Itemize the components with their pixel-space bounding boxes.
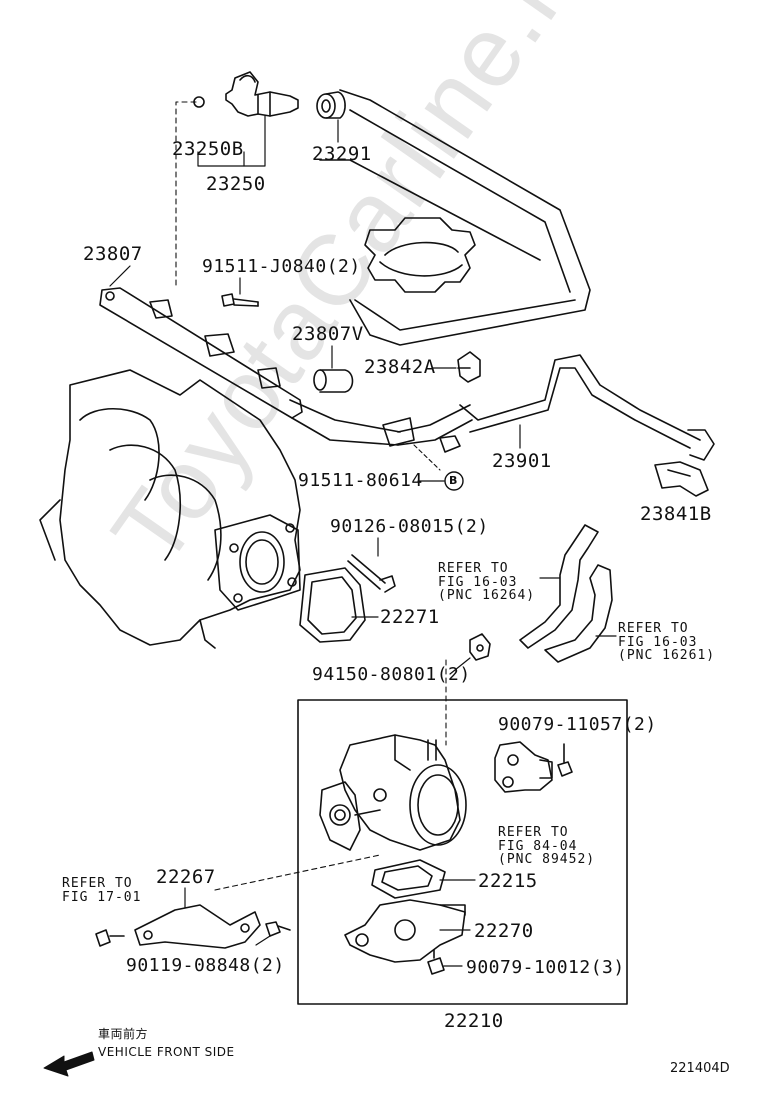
refer-fig-84-04: REFER TO FIG 84-04 (PNC 89452)	[498, 825, 596, 868]
part-label-23901: 23901	[492, 450, 552, 472]
bolt-90119-drawing	[265, 921, 291, 937]
leader-94150	[449, 657, 471, 675]
refer-fig-16-03-pnc-16261: REFER TO FIG 16-03 (PNC 16261)	[618, 621, 716, 664]
part-label-23250: 23250	[206, 173, 266, 195]
part-label-90126-08015: 90126-08015(2)	[330, 516, 489, 537]
throttle-body-drawing	[319, 734, 467, 851]
part-label-23841b: 23841B	[640, 503, 712, 525]
part-label-90119-08848: 90119-08848(2)	[126, 955, 285, 976]
dashed-leader	[175, 101, 197, 286]
nut-94150-drawing	[469, 633, 491, 661]
part-label-22271: 22271	[380, 606, 440, 628]
refer-fig-17-01: REFER TO FIG 17-01	[62, 876, 142, 905]
refer-fig-16-03-pnc-16264: REFER TO FIG 16-03 (PNC 16264)	[438, 561, 536, 604]
insulator-23291-drawing	[316, 91, 346, 119]
part-label-23807: 23807	[83, 243, 143, 265]
grommet-23807v-drawing	[313, 369, 354, 393]
bracket-22267-drawing	[134, 904, 261, 949]
fuel-injector-drawing	[193, 71, 299, 117]
circle-b-marker	[444, 471, 464, 491]
gasket-22215-drawing	[371, 859, 446, 899]
gasket-22271-drawing	[299, 567, 366, 643]
screw-90079-11057-drawing	[557, 743, 573, 777]
air-valve-22270-drawing	[344, 899, 466, 963]
direction-label-japanese: 車両前方	[98, 1027, 149, 1041]
stud-90126-drawing	[347, 554, 396, 593]
dashed-leader-b	[413, 444, 441, 471]
part-label-22270: 22270	[474, 920, 534, 942]
cylinder-head-cover-outline	[319, 89, 591, 346]
bolt-91511-j0840-drawing	[221, 293, 259, 307]
bolt-17-01-drawing	[95, 929, 125, 947]
part-label-94150-80801: 94150-80801(2)	[312, 664, 471, 685]
direction-label: VEHICLE FRONT SIDE	[98, 1045, 235, 1059]
clip-23841b-drawing	[654, 461, 709, 497]
part-label-22210: 22210	[444, 1010, 504, 1032]
part-label-90079-10012: 90079-10012(3)	[466, 957, 625, 978]
screw-90079-10012-drawing	[427, 949, 445, 975]
water-hoses-drawing	[519, 524, 613, 663]
part-label-91511-80614: 91511-80614	[298, 470, 423, 491]
leader-23807	[109, 265, 131, 287]
fuel-delivery-pipe-drawing	[99, 287, 401, 446]
throttle-body-assy-frame	[297, 699, 628, 1005]
idle-control-valve-drawing	[494, 741, 553, 793]
part-label-90079-11057: 90079-11057(2)	[498, 714, 657, 735]
intake-manifold-drawing	[39, 369, 301, 649]
circle-b-letter: B	[449, 474, 458, 487]
part-label-91511-j0840: 91511-J0840(2)	[202, 256, 361, 277]
part-label-22267: 22267	[156, 866, 216, 888]
part-label-23842a: 23842A	[364, 356, 436, 378]
damper-23842a-drawing	[457, 351, 481, 383]
part-label-23250b: 23250B	[172, 138, 244, 160]
dashed-leader-bracket	[214, 854, 381, 891]
leader-23250	[197, 115, 266, 167]
part-label-23807v: 23807V	[292, 323, 364, 345]
diagram-id: 221404D	[670, 1061, 730, 1076]
part-label-23291: 23291	[312, 143, 372, 165]
vehicle-front-arrow-icon	[43, 1051, 95, 1077]
fuel-pipe-23901-drawing	[382, 354, 715, 461]
part-label-22215: 22215	[478, 870, 538, 892]
leader-90119	[255, 935, 271, 946]
oil-filler-cap-outline	[364, 217, 476, 293]
